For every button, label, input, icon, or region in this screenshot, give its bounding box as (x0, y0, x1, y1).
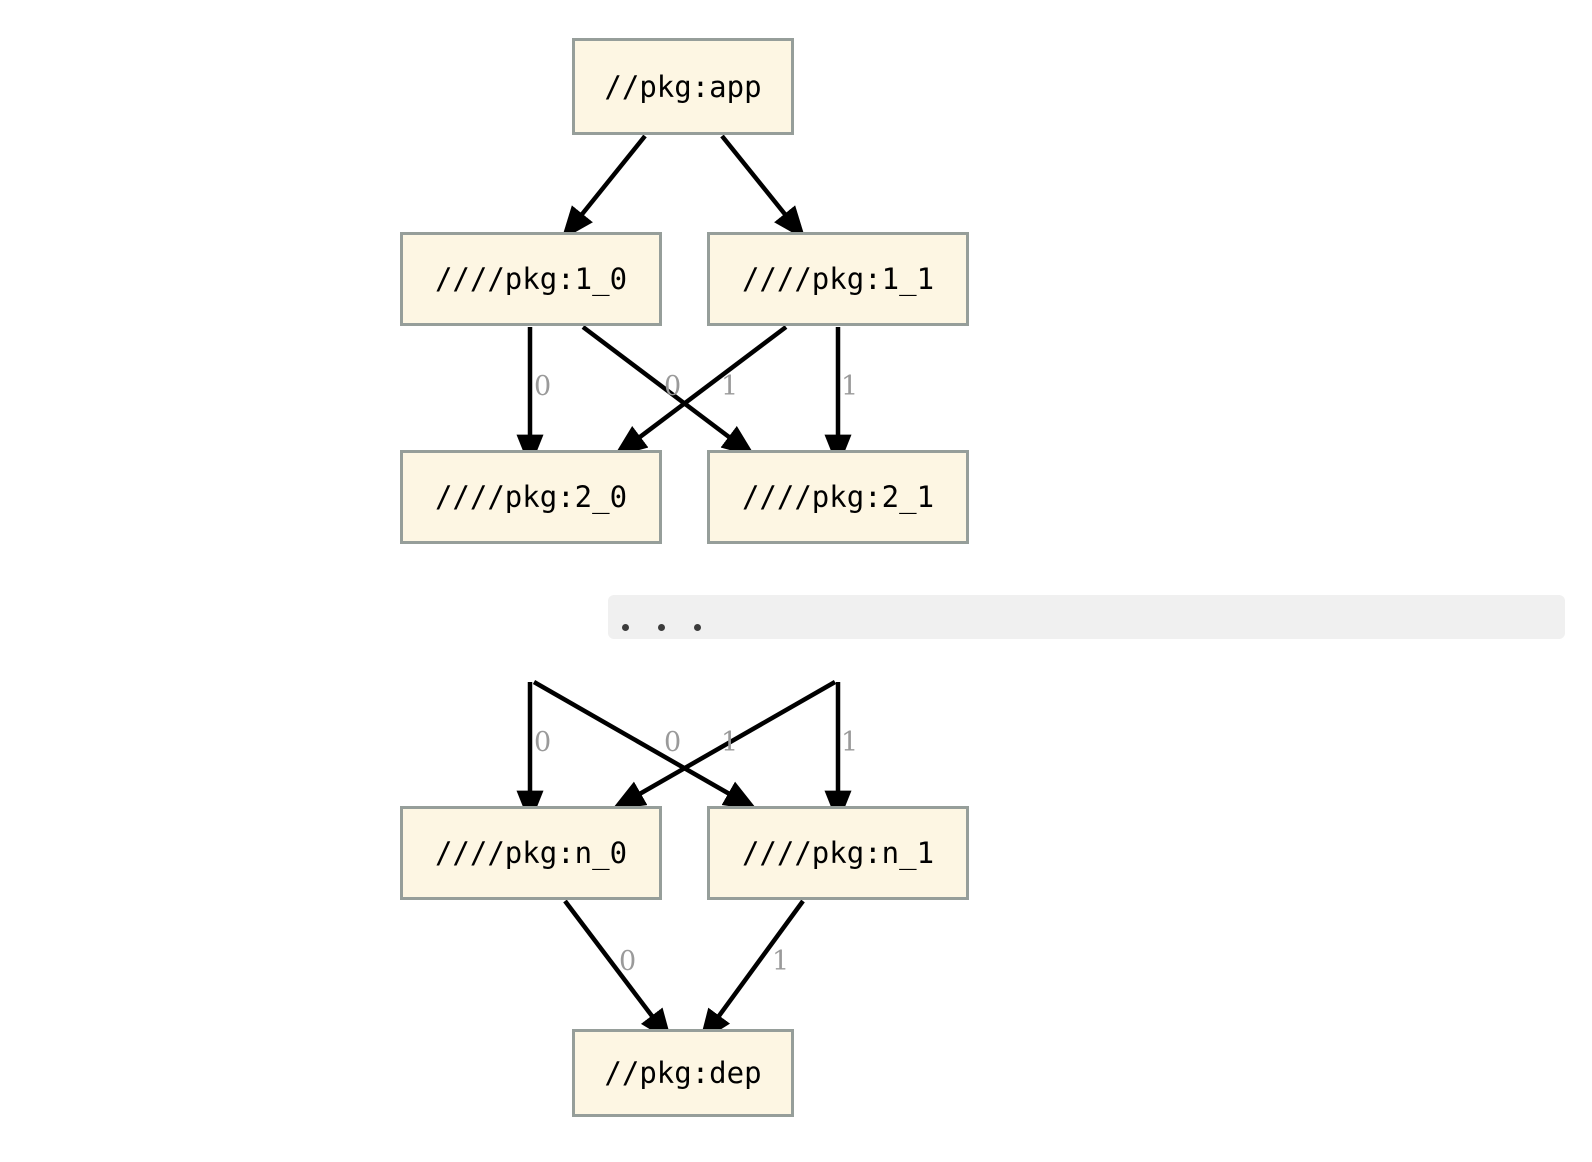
edge-label-elided-cross-to-n_0: 1 (721, 727, 739, 758)
node-pkg-n_0[interactable]: ////pkg:n_0 (400, 806, 662, 900)
node-pkg-2_0[interactable]: ////pkg:2_0 (400, 450, 662, 544)
ellipsis-icon (622, 623, 701, 631)
edge-label-n_1-to-dep: 1 (772, 946, 790, 977)
node-pkg-n_1[interactable]: ////pkg:n_1 (707, 806, 969, 900)
node-label: //pkg:app (604, 69, 762, 104)
edge-label-n_0-to-dep: 0 (619, 946, 637, 977)
node-label: ////pkg:1_0 (434, 262, 628, 296)
edge-elided-to-n_1 (532, 680, 758, 811)
edge-1_0-to-2_1 (581, 325, 756, 458)
node-label: ////pkg:2_0 (434, 480, 628, 514)
edge-label-1_0-to-2_0: 0 (534, 371, 552, 402)
elided-section-bar[interactable] (608, 595, 1565, 639)
edge-n_0-to-dep (563, 899, 673, 1043)
edge-n_1-to-dep (699, 899, 805, 1043)
edge-elided-cross-to-n_0 (611, 680, 837, 811)
node-label: ////pkg:n_1 (741, 836, 935, 870)
node-pkg-1_1[interactable]: ////pkg:1_1 (707, 232, 969, 326)
node-label: //pkg:dep (604, 1056, 762, 1090)
edge-label-elided-to-n_0: 0 (534, 727, 552, 758)
node-pkg-1_0[interactable]: ////pkg:1_0 (400, 232, 662, 326)
edge-label-1_1-to-2_0: 1 (721, 371, 739, 402)
edge-app-to-1_0 (561, 134, 647, 241)
node-label: ////pkg:2_1 (741, 480, 935, 514)
node-dep[interactable]: //pkg:dep (572, 1029, 794, 1117)
edge-1_1-to-2_0 (613, 325, 788, 458)
edge-label-elided-straight-to-n_1: 1 (841, 727, 859, 758)
edge-label-elided-to-n_1: 0 (664, 727, 682, 758)
node-label: ////pkg:n_0 (434, 836, 628, 870)
edge-app-to-1_1 (720, 134, 806, 241)
node-app[interactable]: //pkg:app (572, 38, 794, 135)
edge-label-1_0-to-2_1: 0 (664, 371, 682, 402)
edge-label-1_1-to-2_1: 1 (841, 371, 859, 402)
node-label: ////pkg:1_1 (741, 262, 935, 296)
node-pkg-2_1[interactable]: ////pkg:2_1 (707, 450, 969, 544)
